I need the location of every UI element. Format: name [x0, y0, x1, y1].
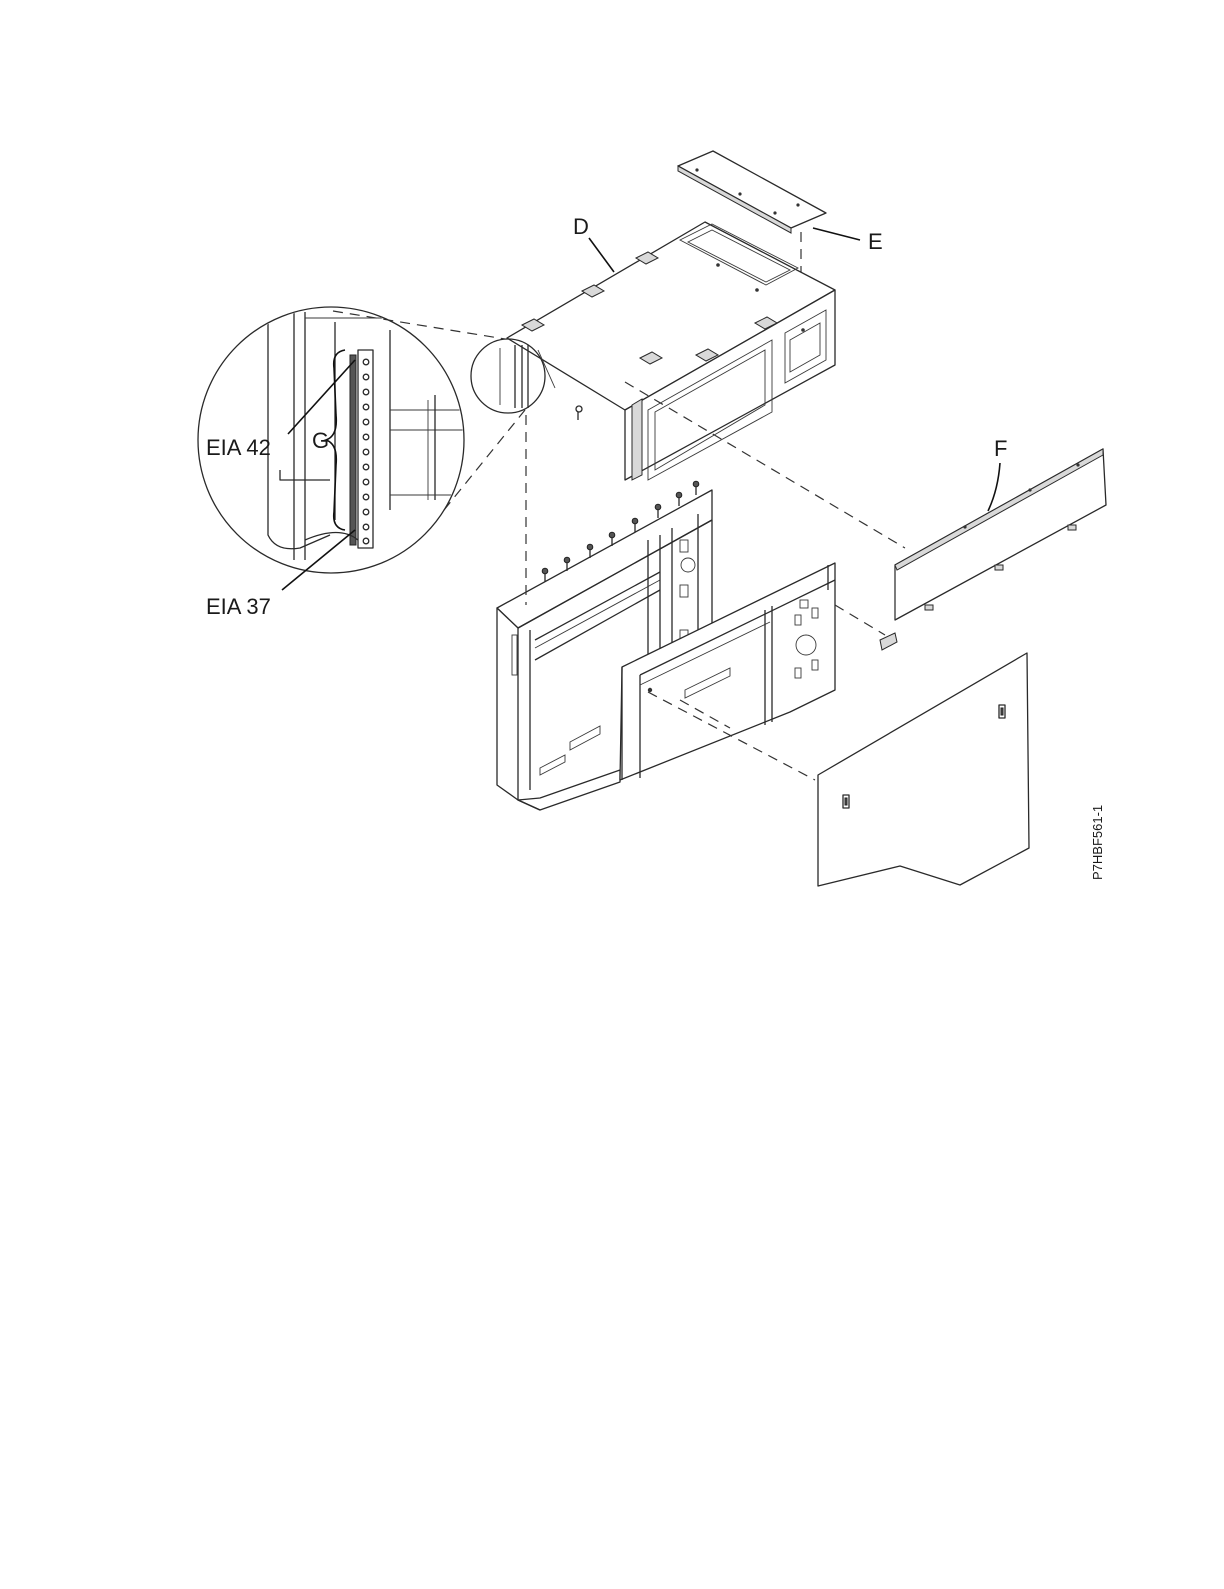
leader-d [589, 238, 614, 272]
small-bracket [880, 633, 897, 650]
leader-f [988, 463, 1000, 511]
top-cover-e [678, 151, 826, 233]
callout-eia-42: EIA 42 [206, 435, 271, 460]
side-cover-f [895, 449, 1106, 620]
figure-id: P7HBF561-1 [1090, 805, 1105, 880]
leader-eia42 [288, 360, 355, 434]
callout-eia-37: EIA 37 [206, 594, 271, 619]
callout-d: D [573, 214, 589, 239]
side-panel-large [818, 653, 1029, 886]
callout-g: G [312, 428, 329, 453]
callout-e: E [868, 229, 883, 254]
top-unit-d [507, 222, 835, 480]
side-panel-front [620, 563, 835, 780]
callout-f: F [994, 436, 1007, 461]
leader-eia37 [282, 530, 355, 590]
leader-e [813, 228, 860, 240]
detail-source-circle [471, 339, 545, 413]
